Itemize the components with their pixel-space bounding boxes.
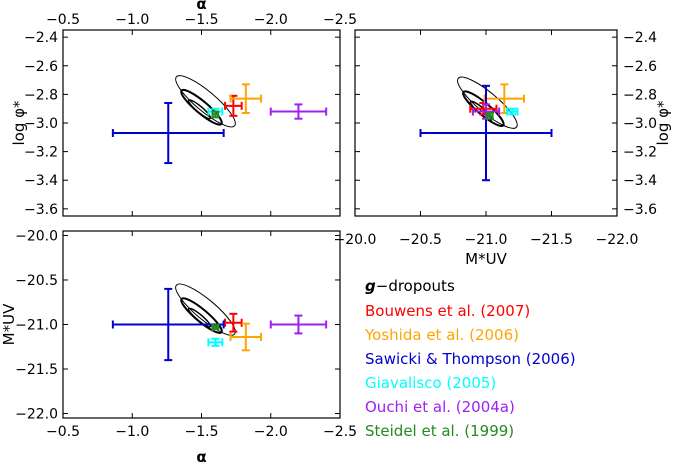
y-tick-label: −3.2 bbox=[24, 145, 58, 161]
y-tick-label: −2.8 bbox=[623, 87, 657, 103]
data-point-3 bbox=[207, 337, 224, 347]
data-point-5 bbox=[211, 323, 220, 332]
y-tick-label: −2.6 bbox=[24, 59, 58, 75]
y-axis-label: log φ* bbox=[654, 100, 672, 146]
y-tick-label: −3.0 bbox=[623, 116, 657, 132]
legend-entry: Bouwens et al. (2007) bbox=[365, 302, 530, 320]
x-tick-label: −1.0 bbox=[115, 424, 149, 440]
y-tick-label: −2.4 bbox=[24, 30, 58, 46]
x-tick-label: −2.5 bbox=[323, 12, 357, 28]
data-point-1 bbox=[483, 83, 525, 114]
data-point-2 bbox=[111, 287, 225, 362]
contour-outer bbox=[175, 75, 236, 128]
data-point-4 bbox=[269, 103, 328, 120]
y-tick-label: −22.0 bbox=[15, 407, 58, 423]
x-tick-label: −21.0 bbox=[465, 232, 508, 248]
y-tick-label: −3.2 bbox=[623, 145, 657, 161]
y-tick-label: −21.0 bbox=[15, 318, 58, 334]
data-point-2 bbox=[111, 101, 225, 165]
plot-frame bbox=[62, 29, 341, 217]
data-point-4 bbox=[471, 103, 501, 120]
x-tick-label: −1.5 bbox=[185, 12, 219, 28]
y-tick-label: −20.5 bbox=[15, 273, 58, 289]
contour-outer bbox=[457, 76, 518, 129]
legend-title-g: g bbox=[365, 277, 376, 295]
y-tick-label: −20.0 bbox=[15, 228, 58, 244]
y-tick-label: −2.8 bbox=[24, 87, 58, 103]
x-tick-label: −0.5 bbox=[46, 12, 80, 28]
contour-outer bbox=[175, 283, 236, 336]
x-tick-label: −21.5 bbox=[530, 232, 573, 248]
x-tick-label: −22.0 bbox=[596, 232, 639, 248]
legend-entry: Ouchi et al. (2004a) bbox=[365, 398, 515, 416]
data-point-2 bbox=[419, 84, 553, 182]
y-axis-label: M*UV bbox=[0, 303, 18, 345]
legend-entry: Yoshida et al. (2006) bbox=[364, 326, 519, 344]
y-tick-label: −2.6 bbox=[623, 59, 657, 75]
data-point-5 bbox=[485, 111, 494, 120]
x-tick-label: −20.5 bbox=[399, 232, 442, 248]
legend-entry: Sawicki & Thompson (2006) bbox=[365, 350, 576, 368]
x-tick-label: −20.0 bbox=[334, 232, 377, 248]
legend-entry: Giavalisco (2005) bbox=[365, 374, 496, 392]
y-tick-label: −3.4 bbox=[24, 173, 58, 189]
legend-title: g−dropouts bbox=[365, 277, 455, 295]
legend-entry: Steidel et al. (1999) bbox=[365, 422, 514, 440]
y-tick-label: −3.0 bbox=[24, 116, 58, 132]
x-tick-label: −0.5 bbox=[46, 424, 80, 440]
y-tick-label: −2.4 bbox=[623, 30, 657, 46]
data-point-5 bbox=[211, 110, 220, 119]
y-tick-label: −21.5 bbox=[15, 362, 58, 378]
data-point-3 bbox=[505, 107, 519, 116]
x-axis-label: M*UV bbox=[465, 250, 507, 268]
x-tick-label: −2.0 bbox=[254, 424, 288, 440]
data-point-1 bbox=[229, 83, 263, 114]
y-axis-label: log φ* bbox=[10, 100, 28, 146]
legend-title-rest: −dropouts bbox=[376, 277, 455, 295]
x-tick-label: −1.5 bbox=[185, 424, 219, 440]
x-axis-label: α bbox=[196, 0, 206, 13]
y-tick-label: −3.6 bbox=[24, 202, 58, 218]
x-tick-label: −2.5 bbox=[323, 424, 357, 440]
contour-inner bbox=[187, 307, 212, 328]
x-tick-label: −1.0 bbox=[115, 12, 149, 28]
data-point-4 bbox=[269, 314, 328, 335]
contour-inner bbox=[187, 99, 212, 120]
data-point-1 bbox=[229, 322, 263, 352]
x-tick-label: −2.0 bbox=[254, 12, 288, 28]
y-tick-label: −3.4 bbox=[623, 173, 657, 189]
data-point-0 bbox=[224, 312, 243, 333]
y-tick-label: −3.6 bbox=[623, 202, 657, 218]
x-axis-label: α bbox=[196, 448, 206, 466]
